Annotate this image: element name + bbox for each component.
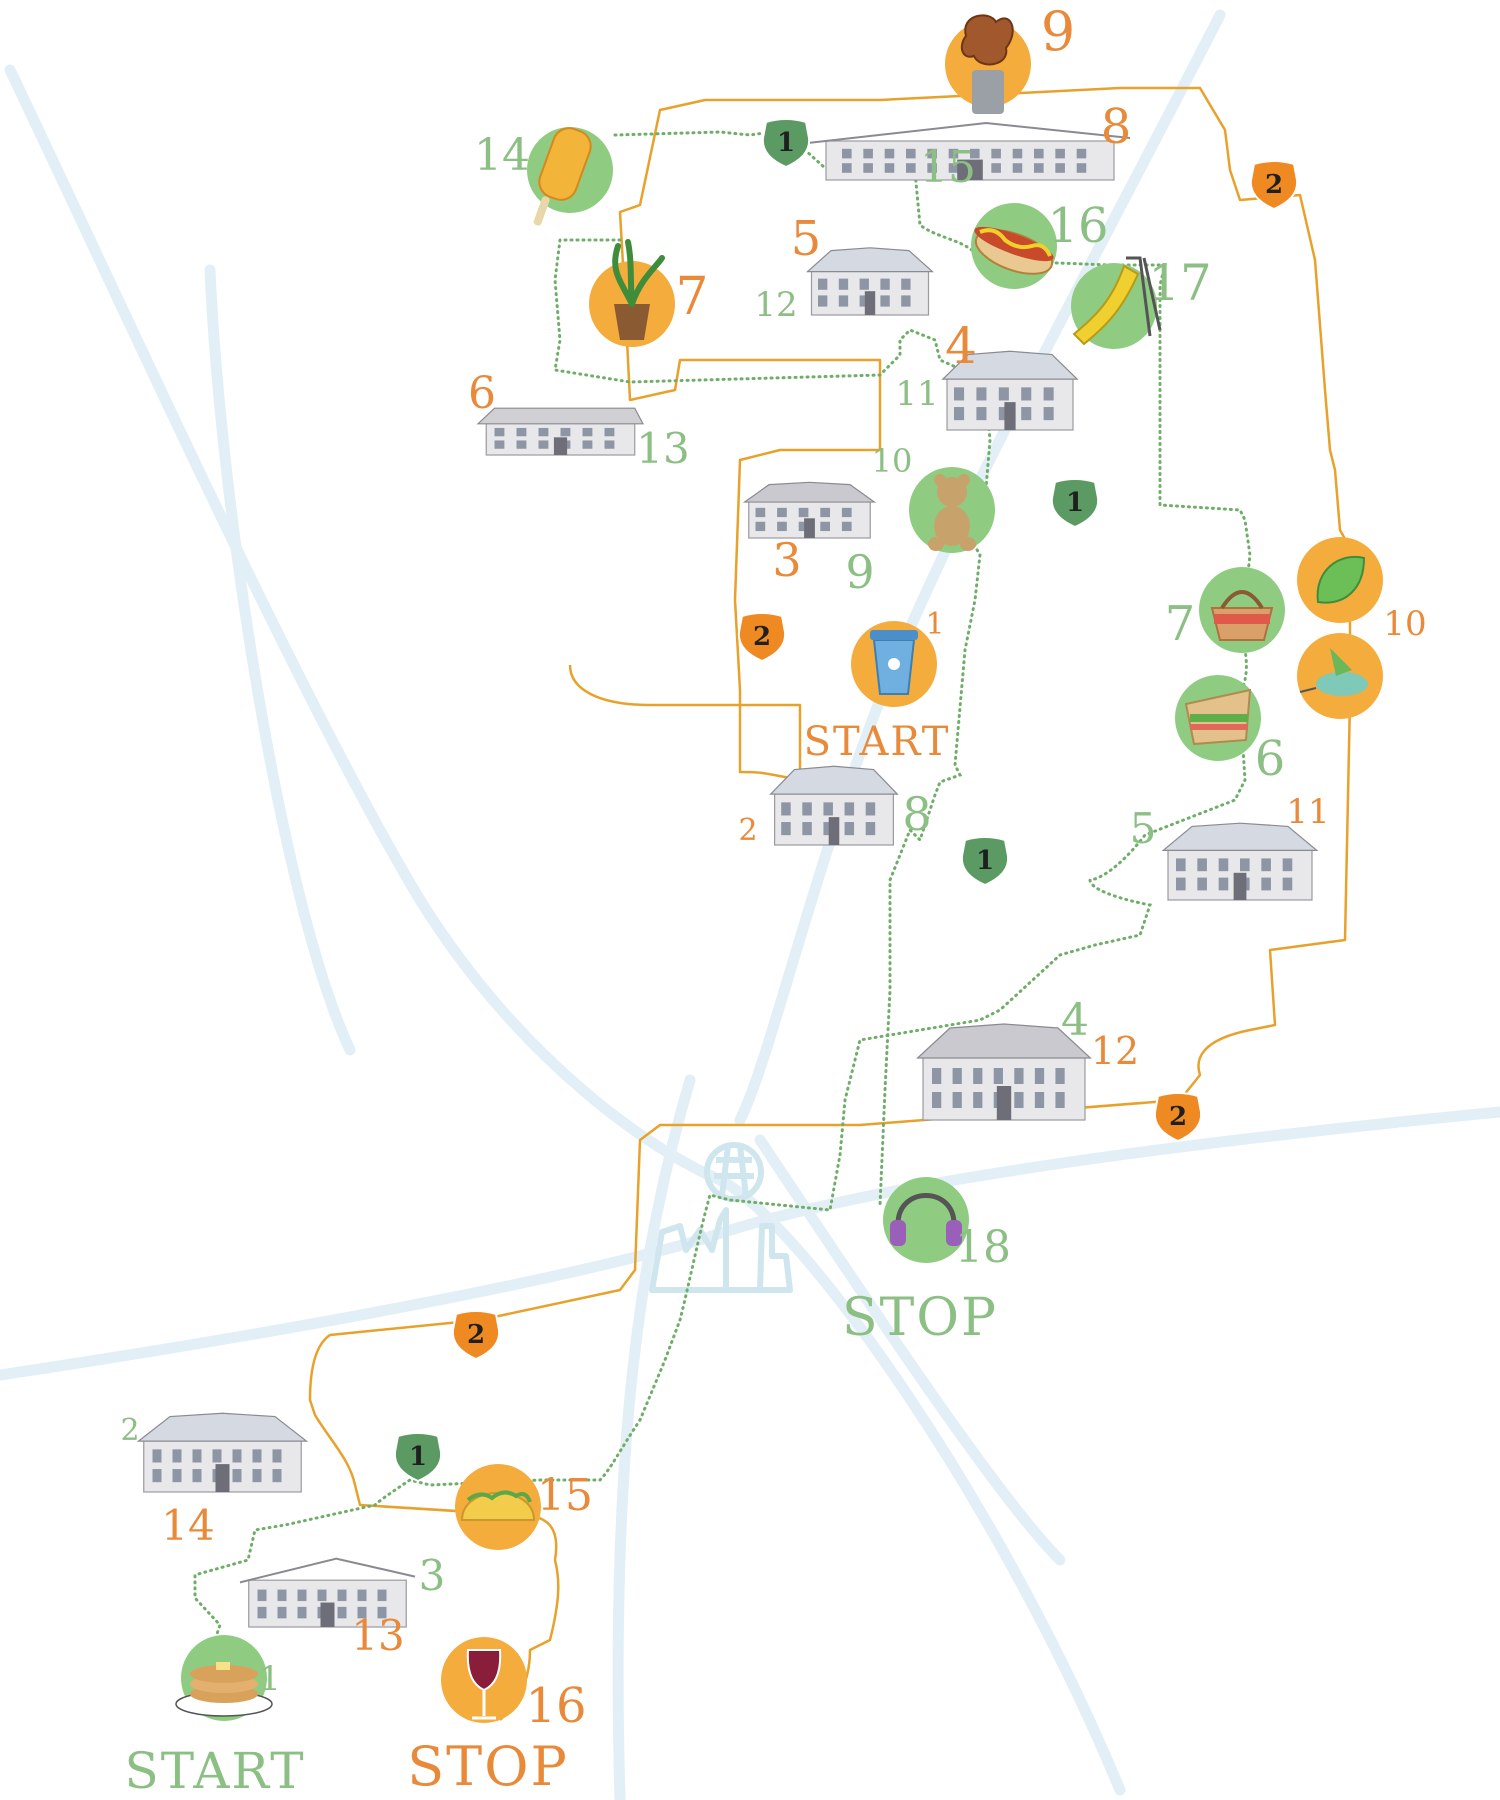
shield-number: 1 bbox=[409, 1442, 427, 1472]
potted-plant-icon bbox=[589, 239, 675, 347]
bird-icon bbox=[1297, 633, 1383, 719]
pretzel-icon bbox=[945, 14, 1031, 114]
shield-number: 2 bbox=[1169, 1102, 1187, 1132]
route-2-stop-number: 16 bbox=[525, 1678, 586, 1734]
route-1-stop-number: 5 bbox=[1130, 804, 1157, 853]
house-icon bbox=[476, 407, 644, 456]
house-icon bbox=[916, 1023, 1092, 1121]
road bbox=[754, 1134, 1066, 1566]
route-1-stop-number: 4 bbox=[1061, 995, 1089, 1046]
house-icon bbox=[806, 247, 934, 316]
route-2-stop-number: 3 bbox=[772, 533, 801, 587]
house-icon bbox=[239, 1557, 416, 1628]
house-icon bbox=[809, 121, 1131, 181]
shield-number: 1 bbox=[976, 846, 994, 876]
route-2-shield: 2 bbox=[451, 1310, 501, 1360]
route-2-stop-number: 1 bbox=[925, 607, 944, 642]
route-2-stop-number: 8 bbox=[1101, 99, 1132, 155]
route-2-stop-number: 5 bbox=[791, 211, 822, 267]
route-2-stop-number: 6 bbox=[468, 368, 496, 419]
route-1-shield: 1 bbox=[1050, 478, 1100, 528]
icon-circles bbox=[175, 14, 1383, 1723]
teddy-bear-icon bbox=[909, 467, 995, 553]
sandwich-icon bbox=[1175, 675, 1261, 761]
route-2-stop-number: 11 bbox=[1286, 792, 1329, 832]
route-1-stop-number: 1 bbox=[259, 1659, 281, 1699]
route-2-stop-number: 14 bbox=[161, 1501, 214, 1550]
route-2-stop-number: 2 bbox=[738, 813, 757, 848]
house-icon bbox=[742, 481, 877, 539]
route-2-start-label: START bbox=[804, 719, 951, 765]
route-2-shield: 2 bbox=[737, 612, 787, 662]
shield-number: 1 bbox=[1066, 488, 1084, 518]
route-2-stop-number: 10 bbox=[1383, 604, 1426, 644]
wine-glass-icon bbox=[441, 1637, 527, 1723]
skyline-landmark-icon bbox=[649, 1142, 793, 1293]
slide-icon bbox=[1071, 256, 1162, 349]
house-icon bbox=[1161, 822, 1319, 901]
route-2-stop-number: 13 bbox=[351, 1611, 404, 1660]
route-1-line bbox=[193, 128, 1252, 1702]
house-icon bbox=[136, 1412, 309, 1493]
route-1-stop-number: 14 bbox=[474, 130, 530, 181]
coffee-cup-icon bbox=[851, 621, 937, 707]
route-1-stop-number: 7 bbox=[1165, 596, 1196, 652]
route-2-shield: 2 bbox=[1249, 160, 1299, 210]
route-1-shield: 1 bbox=[960, 836, 1010, 886]
route-2-stop-number: 4 bbox=[945, 317, 977, 375]
route-1-stop-number: 10 bbox=[872, 442, 913, 480]
route-1-stop-number: 13 bbox=[636, 424, 689, 473]
route-1-start-label: START bbox=[124, 1742, 305, 1800]
route-2-stop-number: 9 bbox=[1041, 0, 1075, 63]
pancakes-icon bbox=[175, 1635, 273, 1721]
house-icon bbox=[941, 350, 1079, 431]
route-2-stop-number: 7 bbox=[675, 267, 708, 327]
route-1-stop-number: 11 bbox=[895, 374, 938, 414]
houses bbox=[136, 121, 1319, 1628]
start-stop-labels: START STOP START STOP bbox=[124, 719, 998, 1800]
headphones-icon bbox=[883, 1177, 969, 1263]
route-1-stop-number: 2 bbox=[120, 1413, 139, 1448]
route-2-stop-number: 12 bbox=[1091, 1029, 1139, 1073]
routes bbox=[193, 86, 1352, 1721]
popsicle-icon bbox=[527, 127, 613, 226]
picnic-basket-icon bbox=[1199, 567, 1285, 653]
road bbox=[204, 264, 356, 1056]
route-1-stop-number: 16 bbox=[1047, 198, 1108, 254]
shield-number: 2 bbox=[467, 1320, 485, 1350]
route-2-shield: 2 bbox=[1153, 1092, 1203, 1142]
background-roads bbox=[0, 9, 1500, 1800]
leaf-icon bbox=[1297, 537, 1383, 623]
route-1-stop-number: 3 bbox=[419, 1551, 446, 1600]
route-1-shield: 1 bbox=[761, 118, 811, 168]
route-2-stop-label: STOP bbox=[407, 1735, 569, 1798]
shield-number: 2 bbox=[1265, 170, 1283, 200]
shield-number: 1 bbox=[777, 128, 795, 158]
hot-dog-icon bbox=[971, 203, 1057, 289]
route-1-stop-number: 18 bbox=[955, 1222, 1011, 1273]
road bbox=[4, 64, 1126, 1796]
route-1-stop-number: 9 bbox=[845, 545, 874, 599]
route-2-stop-number: 15 bbox=[537, 1470, 593, 1521]
shield-number: 2 bbox=[753, 622, 771, 652]
route-1-stop-number: 6 bbox=[1255, 731, 1286, 787]
road bbox=[0, 1106, 1500, 1381]
route-1-stop-number: 15 bbox=[920, 142, 976, 193]
route-1-stop-number: 17 bbox=[1148, 254, 1212, 312]
route-2-line bbox=[308, 86, 1352, 1721]
route-1-stop-label: STOP bbox=[842, 1288, 998, 1348]
route-1-stop-number: 12 bbox=[754, 285, 797, 325]
route-1-shield: 1 bbox=[393, 1432, 443, 1482]
taco-icon bbox=[455, 1464, 541, 1550]
route-1-stop-number: 8 bbox=[902, 787, 931, 841]
road bbox=[612, 1074, 696, 1800]
house-icon bbox=[769, 765, 899, 846]
